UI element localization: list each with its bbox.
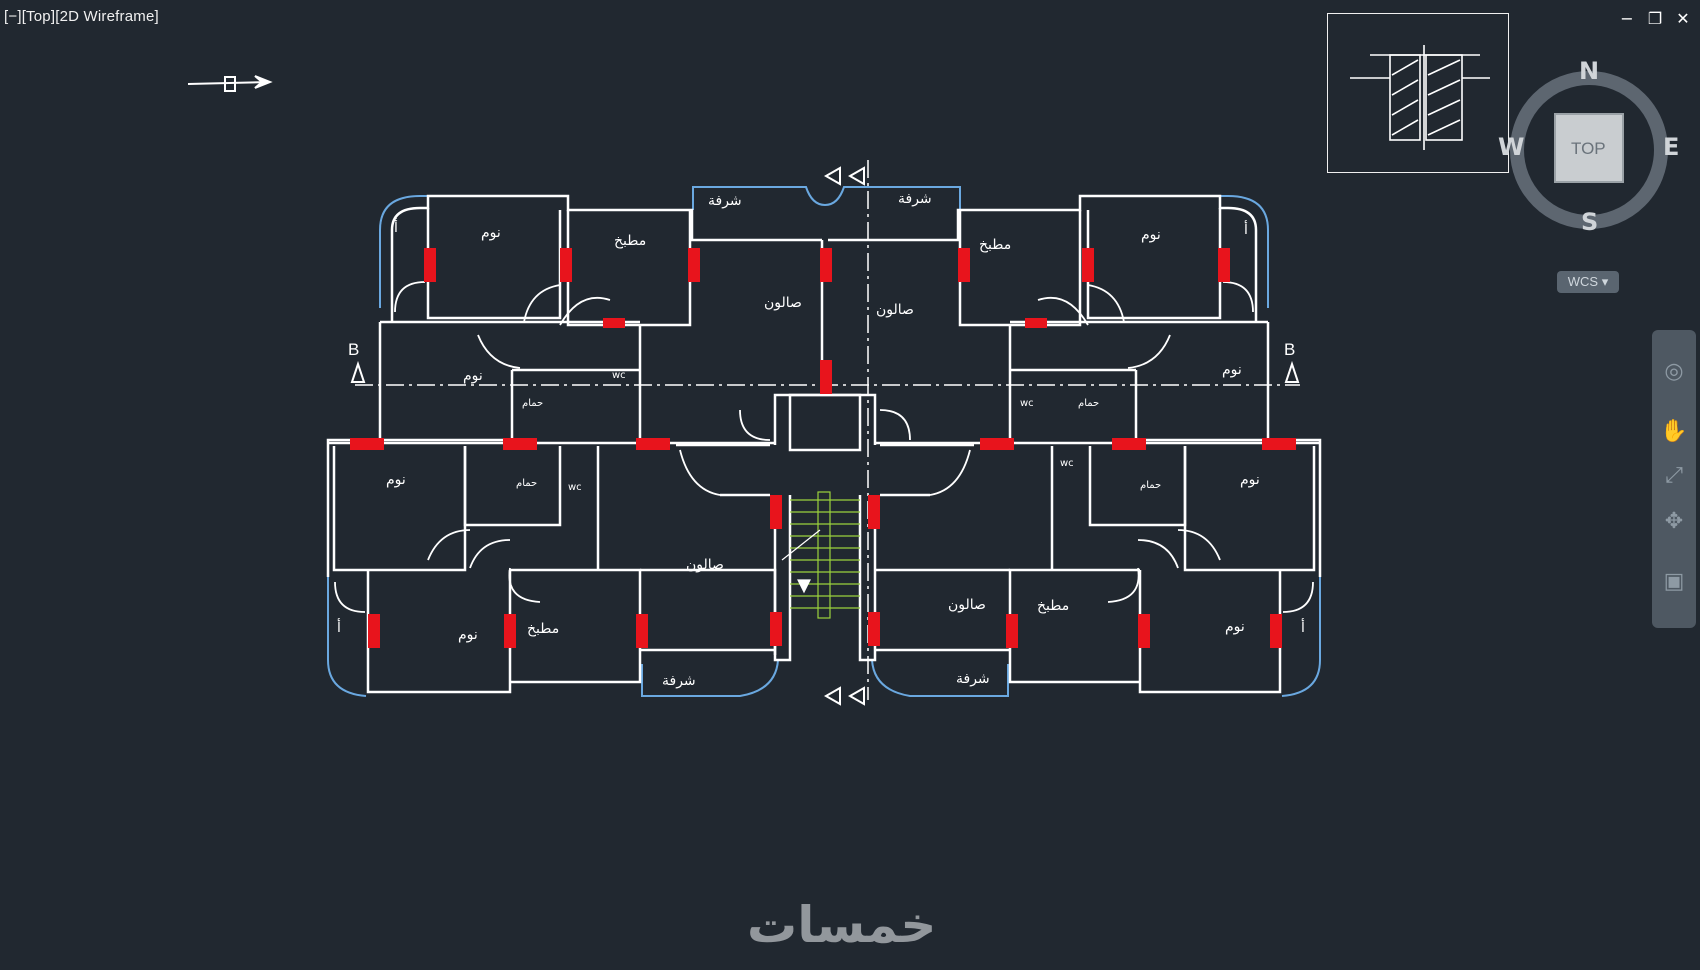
- orbit-icon[interactable]: ✥: [1664, 509, 1684, 534]
- section-label-b: B: [348, 340, 360, 359]
- showmotion-icon[interactable]: ▣: [1663, 569, 1685, 594]
- section-markers: [350, 166, 1300, 706]
- zoom-extents-icon[interactable]: ⤢: [1665, 463, 1683, 488]
- viewcube-south[interactable]: S: [1581, 208, 1599, 236]
- viewcube-north[interactable]: N: [1579, 57, 1600, 85]
- viewcube-east[interactable]: E: [1663, 133, 1680, 161]
- staircase: [781, 491, 860, 619]
- room-label-small: أ: [394, 220, 398, 236]
- room-label-small: أ: [337, 620, 341, 636]
- room-label-balcony: شرفة: [956, 671, 990, 687]
- room-label-balcony: شرفة: [898, 191, 932, 207]
- structural-columns: [350, 248, 1296, 648]
- room-label-kitchen: مطبخ: [614, 233, 647, 249]
- room-label-bedroom: نوم: [1141, 227, 1161, 243]
- navigation-bar: ◎ ✋ ⤢ ✥ ▣: [1652, 330, 1696, 628]
- room-label-salon: صالون: [948, 597, 986, 613]
- close-button[interactable]: ✕: [1676, 9, 1690, 28]
- viewcube-west[interactable]: W: [1498, 133, 1525, 161]
- pan-icon[interactable]: ✋: [1660, 419, 1688, 444]
- wcs-dropdown[interactable]: WCS ▾: [1557, 271, 1619, 293]
- room-label-salon: صالون: [764, 295, 802, 311]
- room-label-wc: wc: [1060, 458, 1074, 469]
- viewport-controls-label[interactable]: [−][Top][2D Wireframe]: [4, 8, 159, 25]
- room-label-bathroom: حمام: [1078, 398, 1100, 409]
- balcony-outlines: [327, 186, 1321, 697]
- room-label-bathroom: حمام: [516, 478, 538, 489]
- room-label-salon: صالون: [686, 557, 724, 573]
- restore-button[interactable]: ❐: [1647, 9, 1663, 28]
- detail-thumbnail-frame: [1327, 13, 1509, 173]
- room-label-wc: wc: [1020, 398, 1034, 409]
- room-label-small: أ: [1244, 222, 1248, 238]
- room-label-small: أ: [1301, 620, 1305, 636]
- room-label-bedroom: نوم: [1240, 472, 1260, 488]
- window-controls: − ❐ ✕: [1618, 10, 1692, 28]
- room-label-bathroom: حمام: [1140, 480, 1162, 491]
- north-arrow-icon: [187, 75, 273, 92]
- viewcube-compass: [1510, 71, 1668, 229]
- minimize-button[interactable]: −: [1620, 9, 1634, 28]
- room-label-wc: wc: [612, 370, 626, 381]
- wall-detail-drawing: [1350, 45, 1490, 150]
- room-label-bedroom: نوم: [386, 472, 406, 488]
- room-label-salon: صالون: [876, 302, 914, 318]
- viewcube[interactable]: N S E W TOP: [1498, 55, 1680, 250]
- steering-wheel-icon[interactable]: ◎: [1664, 359, 1684, 384]
- walls: [326, 194, 1322, 694]
- room-label-balcony: شرفة: [708, 193, 742, 209]
- watermark-logo: خمسات: [747, 896, 937, 954]
- room-label-kitchen: مطبخ: [527, 621, 560, 637]
- room-label-bedroom: نوم: [481, 225, 501, 241]
- room-label-wc: wc: [568, 482, 582, 493]
- room-label-bedroom: نوم: [1225, 619, 1245, 635]
- room-label-bedroom: نوم: [458, 627, 478, 643]
- room-label-balcony: شرفة: [662, 673, 696, 689]
- room-label-bedroom: نوم: [463, 368, 483, 384]
- room-label-kitchen: مطبخ: [979, 237, 1012, 253]
- door-swings: [334, 281, 1314, 613]
- room-label-kitchen: مطبخ: [1037, 598, 1070, 614]
- viewcube-face-top[interactable]: TOP: [1571, 139, 1606, 158]
- room-label-bathroom: حمام: [522, 398, 544, 409]
- room-label-bedroom: نوم: [1222, 362, 1242, 378]
- section-label-b: B: [1284, 340, 1296, 359]
